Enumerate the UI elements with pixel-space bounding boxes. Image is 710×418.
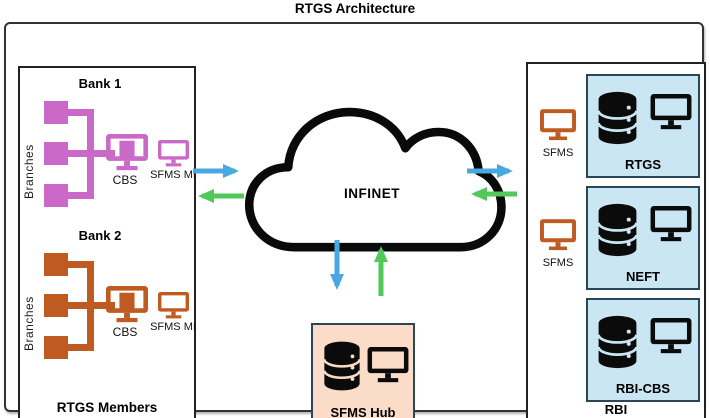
monitor-icon xyxy=(650,206,692,242)
bank1-name: Bank 1 xyxy=(78,76,122,91)
bank1-branch-tree xyxy=(44,101,189,207)
branch-node xyxy=(44,253,68,276)
bank2-name: Bank 2 xyxy=(78,228,122,243)
database-icon xyxy=(597,202,638,258)
bank1-sfms-mi-label: SFMS MI xyxy=(150,169,196,181)
monitor-icon xyxy=(650,318,692,354)
sfms-mi-monitor-icon xyxy=(158,292,189,319)
rbi-cbs-system-card: RBI-CBS xyxy=(586,298,700,402)
sfms-mi-monitor-icon xyxy=(158,140,189,167)
diagram-title: RTGS Architecture xyxy=(294,1,416,16)
sfms-terminal-2: SFMS xyxy=(532,219,584,269)
infinet-label: INFINET xyxy=(344,186,400,201)
sfms-monitor-icon xyxy=(540,109,576,141)
branch-node xyxy=(44,142,68,165)
neft-system-label: NEFT xyxy=(626,269,660,284)
sfms-terminal-2-label: SFMS xyxy=(542,257,574,269)
rbi-label: RBI xyxy=(604,402,628,417)
monitor-icon xyxy=(650,94,692,130)
monitor-icon xyxy=(367,347,409,383)
sfms-terminal-1: SFMS xyxy=(532,109,584,159)
sfms-monitor-icon xyxy=(540,219,576,251)
branch-node xyxy=(44,336,68,359)
bank2-group: Bank 2 Branches CBS SFMS MI xyxy=(20,228,198,378)
rtgs-system-label: RTGS xyxy=(624,157,662,172)
diagram-frame: Bank 1 Branches CBS SFMS MI xyxy=(4,22,706,418)
sfms-terminal-1-label: SFMS xyxy=(542,147,574,159)
bank2-cbs-label: CBS xyxy=(112,325,138,339)
rtgs-system-card: RTGS xyxy=(586,74,700,178)
rtgs-members-label: RTGS Members xyxy=(56,400,158,415)
branch-node xyxy=(44,101,68,124)
database-icon xyxy=(323,340,361,392)
database-icon xyxy=(597,90,638,146)
bank1-cbs-label: CBS xyxy=(112,173,138,187)
rtgs-members-box: Bank 1 Branches CBS SFMS MI xyxy=(18,66,196,418)
sfms-hub-box: SFMS Hub xyxy=(311,323,415,418)
database-icon xyxy=(597,314,638,370)
bank2-branch-tree xyxy=(44,253,189,359)
branch-node xyxy=(44,184,68,207)
bank2-sfms-mi-label: SFMS MI xyxy=(150,321,196,333)
bank1-group: Bank 1 Branches CBS SFMS MI xyxy=(20,76,198,226)
rbi-box: SFMS SFMS RTGS xyxy=(526,62,706,418)
infinet-cloud xyxy=(244,107,506,252)
neft-system-card: NEFT xyxy=(586,186,700,290)
branch-node xyxy=(44,294,68,317)
rbi-cbs-system-label: RBI-CBS xyxy=(615,381,671,396)
sfms-hub-label: SFMS Hub xyxy=(330,405,396,418)
